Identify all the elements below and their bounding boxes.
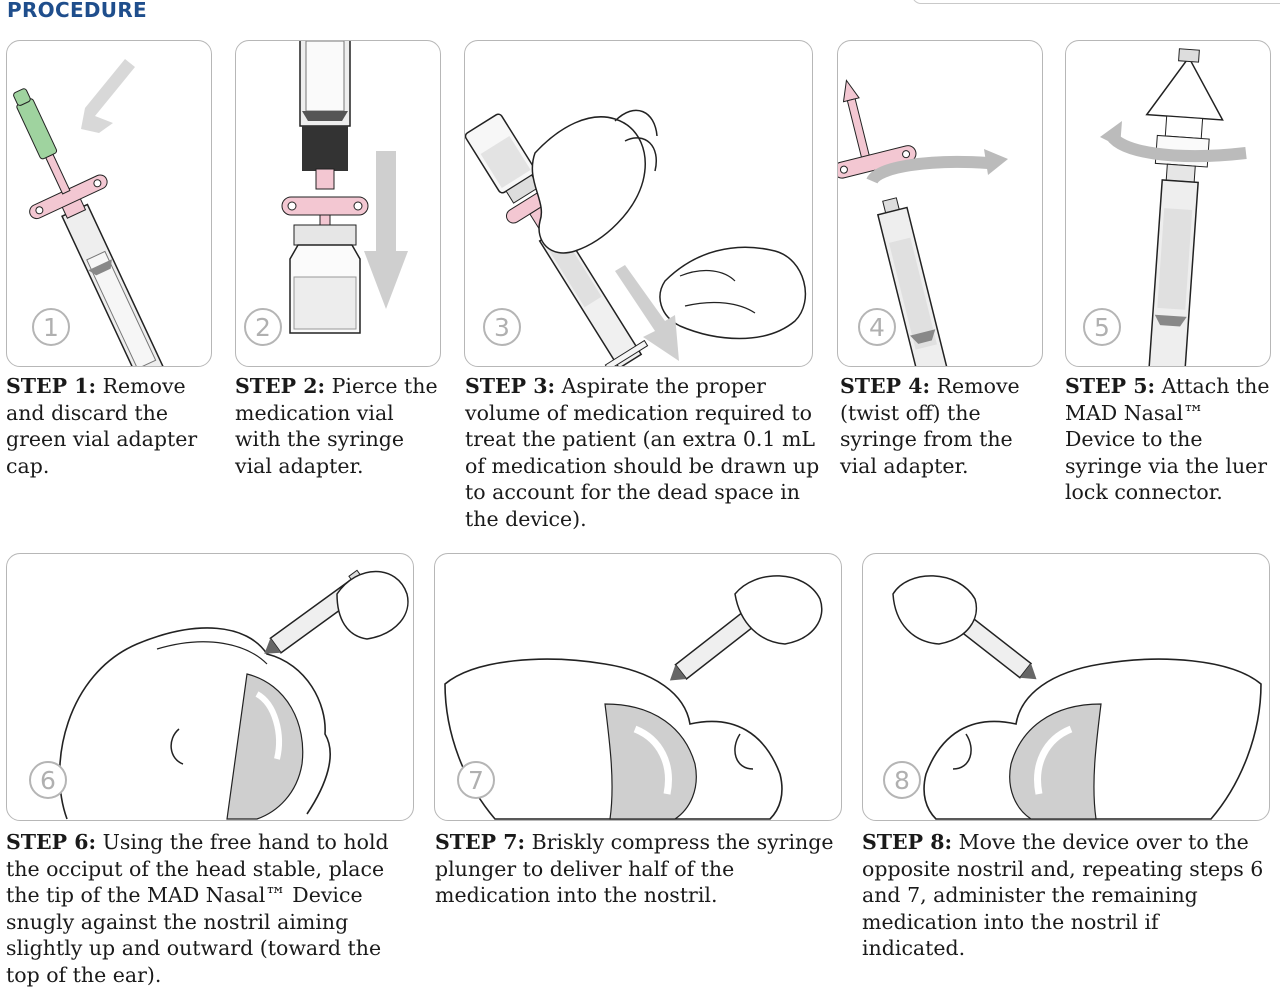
- step-1-text: Remove and discard the green vial adapte…: [6, 374, 198, 478]
- step-8-caption: STEP 8: Move the device over to the oppo…: [862, 829, 1267, 962]
- down-right-arrow-icon: [615, 265, 679, 361]
- step-6-label: STEP 6:: [6, 830, 97, 854]
- attach-device-drawing: [1100, 48, 1247, 366]
- step-2-number-badge: 2: [244, 308, 282, 346]
- step-5-illustration: 5: [1065, 40, 1271, 367]
- step-4-illustration: 4: [837, 40, 1043, 367]
- step-7-illustration: 7: [434, 553, 842, 821]
- step-5-number-badge: 5: [1083, 308, 1121, 346]
- down-arrow-icon: [364, 151, 408, 309]
- decorative-pill: [912, 0, 1280, 4]
- opposite-nostril-drawing: [892, 575, 1262, 820]
- step-7-number-badge: 7: [457, 761, 495, 799]
- vial-pierce-drawing: [281, 41, 408, 334]
- step-3-caption: STEP 3: Aspirate the proper volume of me…: [465, 373, 820, 532]
- step-4-number-badge: 4: [858, 308, 896, 346]
- step-5-label: STEP 5:: [1065, 374, 1156, 398]
- step-3-number-badge: 3: [483, 308, 521, 346]
- aspirate-medication-drawing: [465, 109, 807, 366]
- step-4-label: STEP 4:: [840, 374, 931, 398]
- step-2-label: STEP 2:: [235, 374, 326, 398]
- step-8-text: Move the device over to the opposite nos…: [862, 830, 1264, 960]
- step-3-label: STEP 3:: [465, 374, 556, 398]
- step-7-label: STEP 7:: [435, 830, 526, 854]
- step-1-caption: STEP 1: Remove and discard the green via…: [6, 373, 218, 479]
- step-6-illustration: 6: [6, 553, 414, 821]
- step-1-number-badge: 1: [32, 308, 70, 346]
- step-4-text: Remove (twist off) the syringe from the …: [840, 374, 1020, 478]
- syringe-cap-removal-drawing: [13, 59, 190, 366]
- step-8-label: STEP 8:: [862, 830, 953, 854]
- nostril-placement-drawing: [58, 569, 409, 820]
- step-2-illustration: 2: [235, 40, 441, 367]
- rotate-arrow-icon: [1100, 121, 1122, 147]
- section-heading: PROCEDURE: [7, 0, 148, 22]
- compress-plunger-drawing: [444, 575, 823, 820]
- twist-off-drawing: [838, 79, 1008, 366]
- step-2-caption: STEP 2: Pierce the medication vial with …: [235, 373, 445, 479]
- up-arrow-icon: [81, 59, 135, 133]
- step-6-number-badge: 6: [29, 761, 67, 799]
- step-1-illustration: 1: [6, 40, 212, 367]
- step-4-caption: STEP 4: Remove (twist off) the syringe f…: [840, 373, 1046, 479]
- step-8-number-badge: 8: [883, 761, 921, 799]
- step-7-caption: STEP 7: Briskly compress the syringe plu…: [435, 829, 845, 909]
- step-7-text: Briskly compress the syringe plunger to …: [435, 830, 834, 907]
- step-1-label: STEP 1:: [6, 374, 97, 398]
- step-8-illustration: 8: [862, 553, 1270, 821]
- step-3-illustration: 3: [464, 40, 813, 367]
- step-3-text: Aspirate the proper volume of medication…: [465, 374, 820, 531]
- step-5-caption: STEP 5: Attach the MAD Nasal™ Device to …: [1065, 373, 1275, 506]
- step-5-text: Attach the MAD Nasal™ Device to the syri…: [1065, 374, 1270, 504]
- step-2-text: Pierce the medication vial with the syri…: [235, 374, 438, 478]
- step-6-caption: STEP 6: Using the free hand to hold the …: [6, 829, 416, 988]
- rotate-arrow-icon: [984, 149, 1008, 175]
